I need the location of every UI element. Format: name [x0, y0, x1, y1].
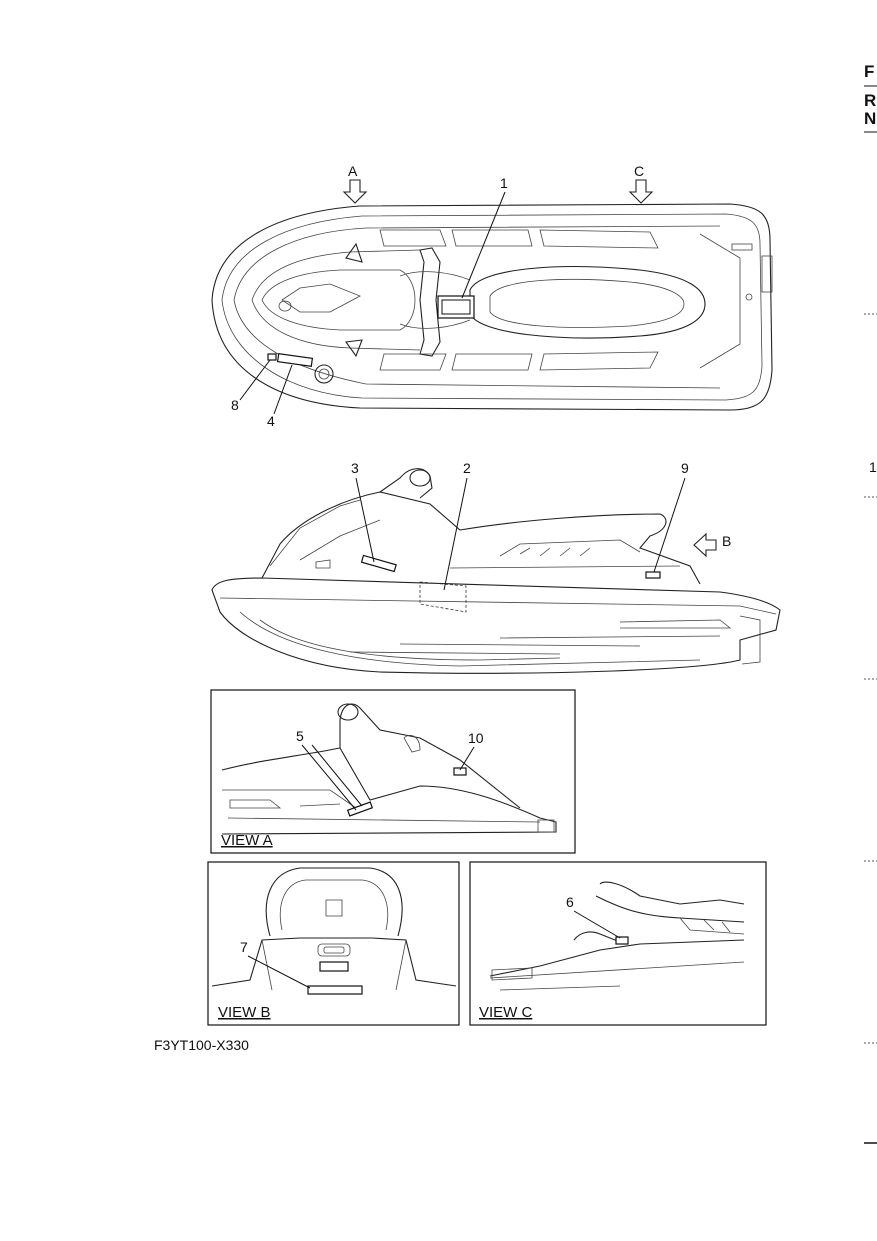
arrow-a-label: A [348, 163, 358, 179]
edge-tick-marks [864, 313, 877, 1044]
callout-9: 9 [681, 460, 689, 476]
edge-letter-f: F [864, 62, 874, 81]
view-b-caption: VIEW B [218, 1004, 271, 1021]
arrow-c-label: C [634, 163, 644, 179]
view-a-caption: VIEW A [221, 832, 273, 849]
edge-letter-r: R [864, 91, 876, 110]
callout-1: 1 [500, 175, 508, 191]
arrow-b-label: B [722, 533, 731, 549]
callout-10: 10 [468, 730, 484, 746]
view-c-caption: VIEW C [479, 1004, 533, 1021]
view-c-panel [469, 861, 767, 1026]
callout-5: 5 [296, 728, 304, 744]
figure-code: F3YT100-X330 [154, 1037, 249, 1053]
callout-8: 8 [231, 397, 239, 413]
arrow-a [342, 179, 368, 204]
view-a-panel [210, 689, 576, 854]
edge-letter-n: N [864, 109, 876, 128]
arrow-c [628, 179, 654, 204]
callout-3: 3 [351, 460, 359, 476]
view-b-panel [207, 861, 460, 1026]
edge-number: 1 [869, 459, 877, 475]
top-view-watercraft [211, 203, 773, 411]
callout-4: 4 [267, 413, 275, 429]
side-view-watercraft [211, 468, 781, 674]
callout-2: 2 [463, 460, 471, 476]
arrow-b [693, 532, 717, 558]
callout-6: 6 [566, 894, 574, 910]
callout-7: 7 [240, 939, 248, 955]
